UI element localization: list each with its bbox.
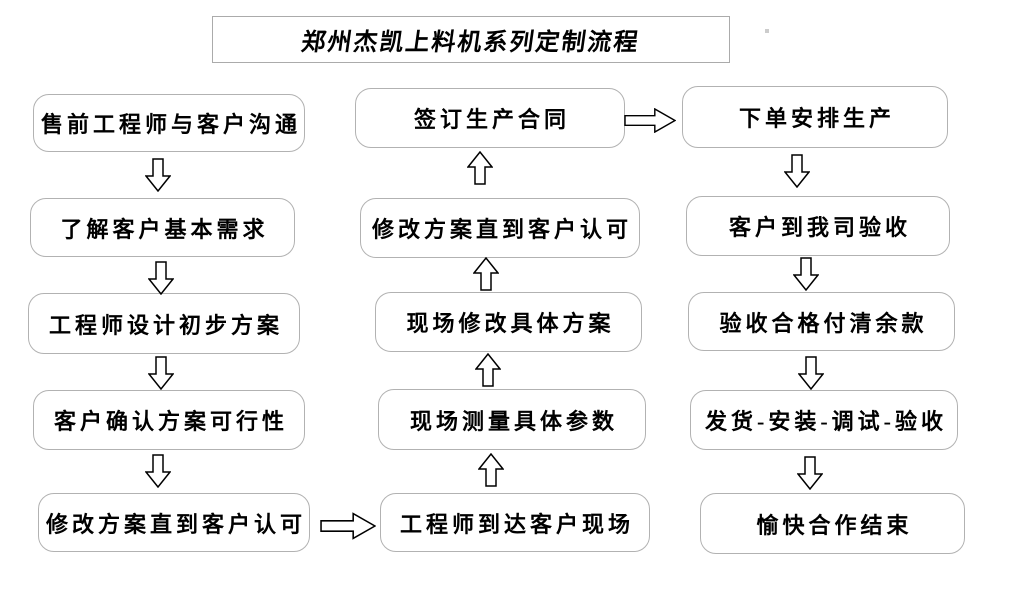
- arrow-down-icon: [145, 158, 171, 192]
- node-presales-communication: 售前工程师与客户沟通: [33, 94, 305, 152]
- node-label: 售前工程师与客户沟通: [40, 112, 301, 137]
- arrow-up-icon: [473, 257, 499, 291]
- node-label: 客户到我司验收: [728, 215, 911, 240]
- node-label: 工程师设计初步方案: [48, 312, 283, 338]
- node-label: 现场测量具体参数: [409, 408, 618, 434]
- node-revise-until-approved-left: 修改方案直到客户认可: [38, 493, 310, 552]
- node-onsite-modify-plan: 现场修改具体方案: [375, 292, 642, 352]
- flowchart-title: 郑州杰凯上料机系列定制流程: [299, 30, 642, 56]
- node-understand-needs: 了解客户基本需求: [30, 198, 295, 257]
- node-confirm-feasibility: 客户确认方案可行性: [33, 390, 305, 450]
- node-label: 签订生产合同: [413, 107, 570, 132]
- node-onsite-measure-params: 现场测量具体参数: [378, 389, 646, 450]
- node-preliminary-design: 工程师设计初步方案: [28, 293, 300, 354]
- node-engineer-arrives-site: 工程师到达客户现场: [380, 493, 650, 552]
- node-cooperation-end: 愉快合作结束: [700, 493, 965, 554]
- flowchart-title-box: 郑州杰凯上料机系列定制流程: [212, 16, 730, 63]
- arrow-down-icon: [148, 356, 174, 390]
- arrow-down-icon: [148, 261, 174, 295]
- node-label: 愉快合作结束: [756, 512, 913, 538]
- node-ship-install-debug-accept: 发货-安装-调试-验收: [690, 390, 958, 450]
- arrow-right-icon: [320, 512, 376, 540]
- node-label: 验收合格付清余款: [719, 310, 928, 336]
- node-label: 工程师到达客户现场: [399, 511, 634, 537]
- arrow-up-icon: [475, 353, 501, 387]
- node-place-order-production: 下单安排生产: [682, 86, 948, 148]
- arrow-down-icon: [793, 257, 819, 291]
- node-label: 修改方案直到客户认可: [45, 511, 306, 537]
- node-customer-acceptance-visit: 客户到我司验收: [686, 196, 950, 256]
- arrow-right-icon: [624, 108, 676, 133]
- arrow-up-icon: [478, 453, 504, 487]
- node-label: 现场修改具体方案: [406, 311, 615, 336]
- node-label: 客户确认方案可行性: [53, 409, 288, 434]
- arrow-up-icon: [467, 151, 493, 185]
- arrow-down-icon: [145, 454, 171, 488]
- stray-dot: [765, 29, 769, 33]
- arrow-down-icon: [797, 456, 823, 490]
- node-revise-until-approved-middle: 修改方案直到客户认可: [360, 198, 640, 258]
- node-label: 下单安排生产: [738, 106, 895, 131]
- node-label: 发货-安装-调试-验收: [705, 409, 947, 434]
- node-label: 了解客户基本需求: [60, 216, 269, 242]
- node-pay-balance: 验收合格付清余款: [688, 292, 955, 351]
- arrow-down-icon: [798, 356, 824, 390]
- node-sign-contract: 签订生产合同: [355, 88, 625, 148]
- arrow-down-icon: [784, 154, 810, 188]
- node-label: 修改方案直到客户认可: [371, 217, 632, 242]
